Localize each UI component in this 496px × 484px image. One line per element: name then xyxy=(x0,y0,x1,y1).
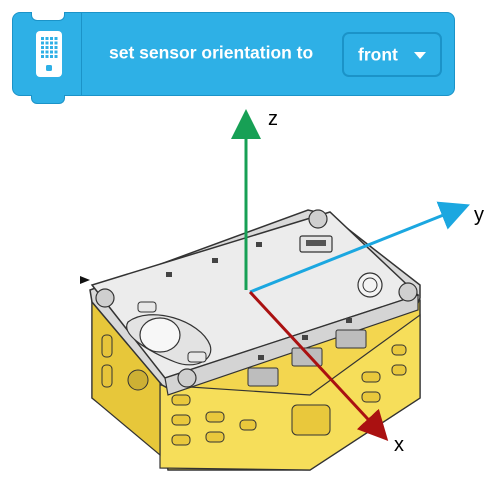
hub-top xyxy=(89,209,421,396)
y-axis xyxy=(249,201,470,294)
y-axis-label: y xyxy=(474,204,484,226)
z-axis-label: z xyxy=(268,108,278,130)
block-tab xyxy=(31,95,65,104)
block-label: set sensor orientation to xyxy=(109,42,314,63)
block-notch xyxy=(31,12,65,21)
pointer-arrow-icon xyxy=(80,276,90,284)
x-axis-label: x xyxy=(394,434,404,456)
chevron-down-icon xyxy=(414,52,426,59)
set-sensor-orientation-block[interactable]: set sensor orientation to front xyxy=(12,12,455,104)
hub-icon xyxy=(36,31,62,77)
x-axis xyxy=(248,290,389,441)
block-icon-area xyxy=(13,13,82,95)
center-button xyxy=(126,301,212,366)
orientation-dropdown[interactable]: front xyxy=(342,32,442,77)
dropdown-value: front xyxy=(358,44,398,64)
